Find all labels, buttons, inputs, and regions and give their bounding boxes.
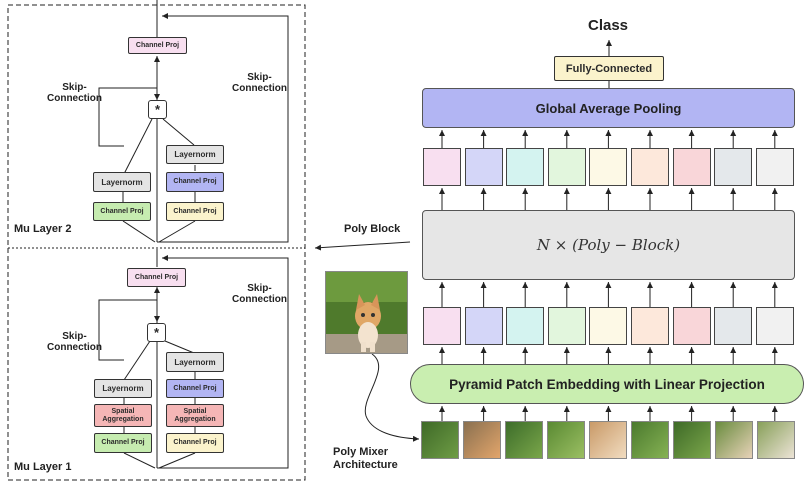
channel-proj-box: Channel Proj bbox=[94, 433, 152, 453]
channel-proj-box: Channel Proj bbox=[166, 202, 224, 221]
mu-layer-1-title: Mu Layer 1 bbox=[14, 461, 72, 473]
skip-connection-label-inner-bottom: Skip- Connection bbox=[47, 331, 102, 353]
token-square bbox=[631, 307, 669, 345]
cat-patch bbox=[631, 421, 669, 459]
skip-connection-label-outer-bottom: Skip- Connection bbox=[232, 283, 287, 305]
cat-patch bbox=[757, 421, 795, 459]
poly-block-box: N × (Poly − Block) bbox=[422, 210, 795, 280]
global-average-pooling-label: Global Average Pooling bbox=[535, 100, 682, 116]
skip-connection-label-outer-top: Skip- Connection bbox=[232, 72, 287, 94]
mu-layer-2-title: Mu Layer 2 bbox=[14, 223, 72, 235]
poly-block-label: Poly Block bbox=[344, 223, 401, 235]
cat-patch bbox=[505, 421, 543, 459]
n-poly-block-label: N × (Poly − Block) bbox=[536, 236, 681, 254]
layernorm-box: Layernorm bbox=[166, 352, 224, 372]
channel-proj-box: Channel Proj bbox=[166, 433, 224, 453]
token-square bbox=[672, 307, 711, 345]
token-square bbox=[589, 307, 628, 345]
token-square bbox=[672, 148, 711, 186]
layernorm-box: Layernorm bbox=[94, 379, 152, 398]
token-square bbox=[464, 148, 503, 186]
spatial-aggregation-box: Spatial Aggregation bbox=[94, 404, 152, 427]
multiply-node: * bbox=[148, 100, 167, 119]
layernorm-box: Layernorm bbox=[93, 172, 151, 192]
pyramid-patch-embedding-label: Pyramid Patch Embedding with Linear Proj… bbox=[449, 376, 765, 392]
poly-mixer-label: Poly Mixer Architecture bbox=[333, 446, 398, 471]
token-square bbox=[755, 307, 794, 345]
channel-proj-box: Channel Proj bbox=[128, 37, 187, 54]
token-square bbox=[714, 148, 753, 186]
fully-connected-box: Fully-Connected bbox=[554, 56, 664, 81]
token-square bbox=[547, 148, 586, 186]
token-square bbox=[423, 307, 461, 345]
channel-proj-box: Channel Proj bbox=[166, 379, 224, 398]
skip-connection-label-inner-top: Skip- Connection bbox=[47, 82, 102, 104]
layernorm-box: Layernorm bbox=[166, 145, 224, 164]
cat-patch bbox=[589, 421, 627, 459]
spatial-aggregation-box: Spatial Aggregation bbox=[166, 404, 224, 427]
cat-patch bbox=[673, 421, 711, 459]
channel-proj-box: Channel Proj bbox=[166, 172, 224, 192]
token-square bbox=[506, 307, 545, 345]
global-average-pooling-box: Global Average Pooling bbox=[422, 88, 795, 128]
pyramid-patch-embedding-box: Pyramid Patch Embedding with Linear Proj… bbox=[410, 364, 804, 404]
token-square bbox=[589, 148, 628, 186]
token-square bbox=[506, 148, 545, 186]
cat-photo bbox=[325, 271, 408, 354]
cat-patch bbox=[421, 421, 459, 459]
token-square bbox=[755, 148, 794, 186]
token-square bbox=[631, 148, 669, 186]
channel-proj-box: Channel Proj bbox=[93, 202, 151, 221]
token-square bbox=[423, 148, 461, 186]
cat-patch bbox=[547, 421, 585, 459]
token-square bbox=[464, 307, 503, 345]
channel-proj-box: Channel Proj bbox=[127, 268, 186, 287]
cat-patch bbox=[715, 421, 753, 459]
multiply-node: * bbox=[147, 323, 166, 342]
token-square bbox=[547, 307, 586, 345]
cat-patch bbox=[463, 421, 501, 459]
token-square bbox=[714, 307, 753, 345]
class-label: Class bbox=[588, 17, 629, 34]
